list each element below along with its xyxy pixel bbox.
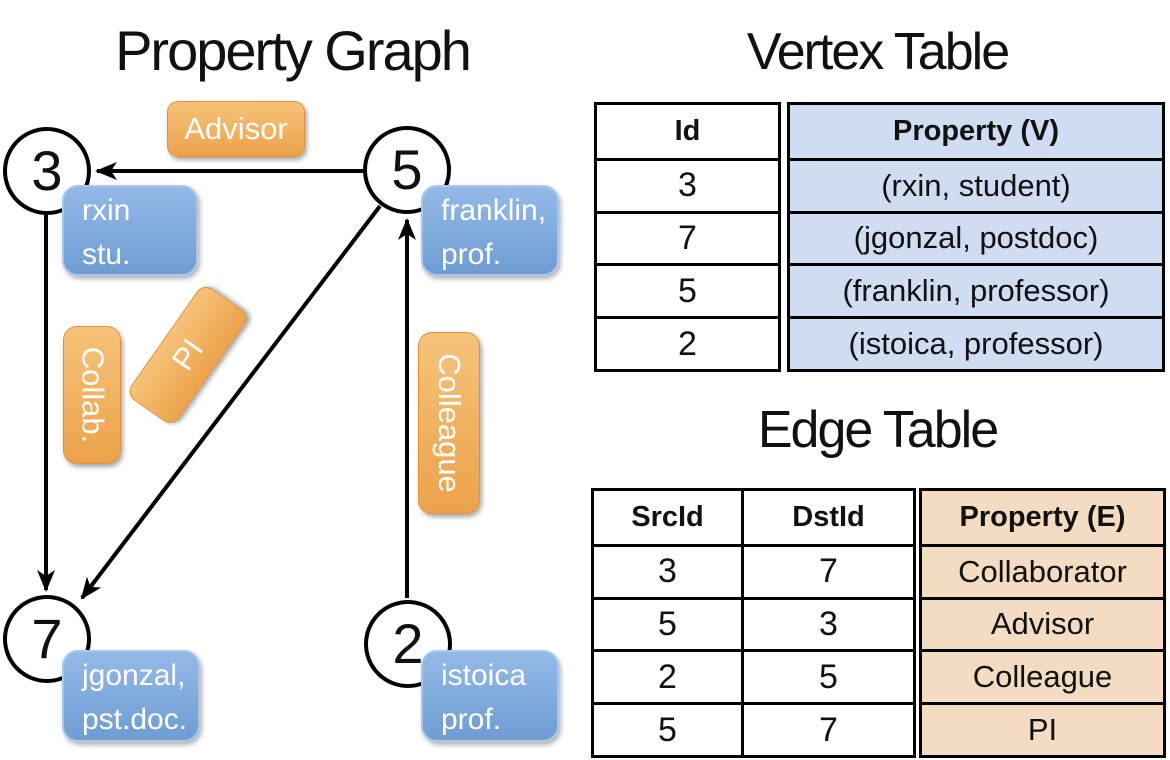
edge-label-collab-text: Collab. bbox=[75, 346, 110, 444]
vertex-table-id-cell: 3 bbox=[597, 157, 778, 211]
vertex-node-2-id: 2 bbox=[392, 612, 424, 675]
vertex-table-title: Vertex Table bbox=[746, 23, 1010, 81]
edge-table-property-cell: Collaborator bbox=[922, 543, 1163, 597]
edge-table-srcid-cell: 5 bbox=[594, 596, 744, 650]
edge-table-srcid-cell: 5 bbox=[594, 702, 744, 755]
edge-table-id-columns: SrcId DstId 3 7 5 3 2 5 5 7 bbox=[591, 488, 916, 758]
edge-table-property-cell: PI bbox=[922, 702, 1163, 755]
edge-table-property-cell: Colleague bbox=[922, 649, 1163, 702]
vertex-table-property-cell: (istoica, professor) bbox=[790, 316, 1162, 369]
edge-table-property-column: Property (E) Collaborator Advisor Collea… bbox=[919, 488, 1166, 758]
vertex-property-box-2-line1: istoica bbox=[441, 659, 527, 692]
vertex-table-id-column: Id 3 7 5 2 bbox=[594, 102, 781, 372]
vertex-property-box-2: istoica prof. bbox=[421, 650, 559, 742]
vertex-property-box-7-line2: pst.doc. bbox=[82, 703, 188, 736]
edge-arrow-5-to-7 bbox=[80, 204, 382, 600]
vertex-property-box-3: rxin stu. bbox=[62, 185, 198, 276]
vertex-node-7-id: 7 bbox=[31, 607, 63, 670]
vertex-node-5-id: 5 bbox=[391, 138, 423, 201]
vertex-property-box-7: jgonzal, pst.doc. bbox=[62, 650, 200, 742]
vertex-table-id-cell: 5 bbox=[597, 263, 778, 316]
edge-table-srcid-cell: 3 bbox=[594, 543, 744, 597]
vertex-table-id-cell: 2 bbox=[597, 316, 778, 369]
vertex-property-box-2-line2: prof. bbox=[441, 703, 502, 736]
edge-table-dstid-cell: 5 bbox=[744, 649, 913, 702]
vertex-property-box-3-line1: rxin bbox=[82, 194, 131, 227]
vertex-table-property-column: Property (V) (rxin, student) (jgonzal, p… bbox=[787, 102, 1165, 372]
edge-table-dstid-cell: 7 bbox=[744, 702, 913, 755]
edge-table-property-cell: Advisor bbox=[922, 596, 1163, 650]
vertex-table-id-cell: 7 bbox=[597, 210, 778, 264]
vertex-table-header-property: Property (V) bbox=[893, 114, 1059, 147]
edge-label-colleague: Colleague bbox=[418, 332, 480, 514]
edge-label-advisor-text: Advisor bbox=[184, 111, 288, 146]
vertex-property-box-5: franklin, prof. bbox=[421, 185, 559, 276]
vertex-table-header-id: Id bbox=[674, 114, 701, 147]
edge-table-header-srcid: SrcId bbox=[594, 491, 744, 544]
edge-table-title: Edge Table bbox=[757, 401, 999, 459]
edge-label-collab: Collab. bbox=[63, 326, 121, 464]
edge-table-srcid-cell: 2 bbox=[594, 649, 744, 703]
edge-label-pi-text: PI bbox=[164, 332, 211, 377]
vertex-property-box-5-line2: prof. bbox=[441, 238, 502, 271]
vertex-node-2: 2 bbox=[364, 600, 452, 688]
vertex-property-box-5-line1: franklin, bbox=[441, 194, 547, 227]
vertex-property-box-7-line1: jgonzal, bbox=[82, 659, 186, 692]
edge-table-dstid-cell: 7 bbox=[744, 543, 913, 597]
edge-table-dstid-cell: 3 bbox=[744, 596, 913, 650]
vertex-table-property-cell: (franklin, professor) bbox=[790, 263, 1162, 316]
vertex-node-5: 5 bbox=[363, 126, 451, 214]
vertex-table-property-cell: (jgonzal, postdoc) bbox=[790, 210, 1162, 264]
vertex-table-property-cell: (rxin, student) bbox=[790, 157, 1162, 211]
edge-table-header-property: Property (E) bbox=[959, 500, 1126, 533]
vertex-node-3-id: 3 bbox=[31, 139, 63, 202]
edge-table-header-dstid: DstId bbox=[792, 500, 865, 533]
property-graph-title: Property Graph bbox=[115, 19, 472, 82]
vertex-property-box-3-line2: stu. bbox=[82, 238, 131, 271]
edge-label-colleague-text: Colleague bbox=[432, 353, 468, 493]
edge-label-advisor: Advisor bbox=[167, 101, 305, 157]
graph-edges-svg bbox=[37, 162, 416, 600]
